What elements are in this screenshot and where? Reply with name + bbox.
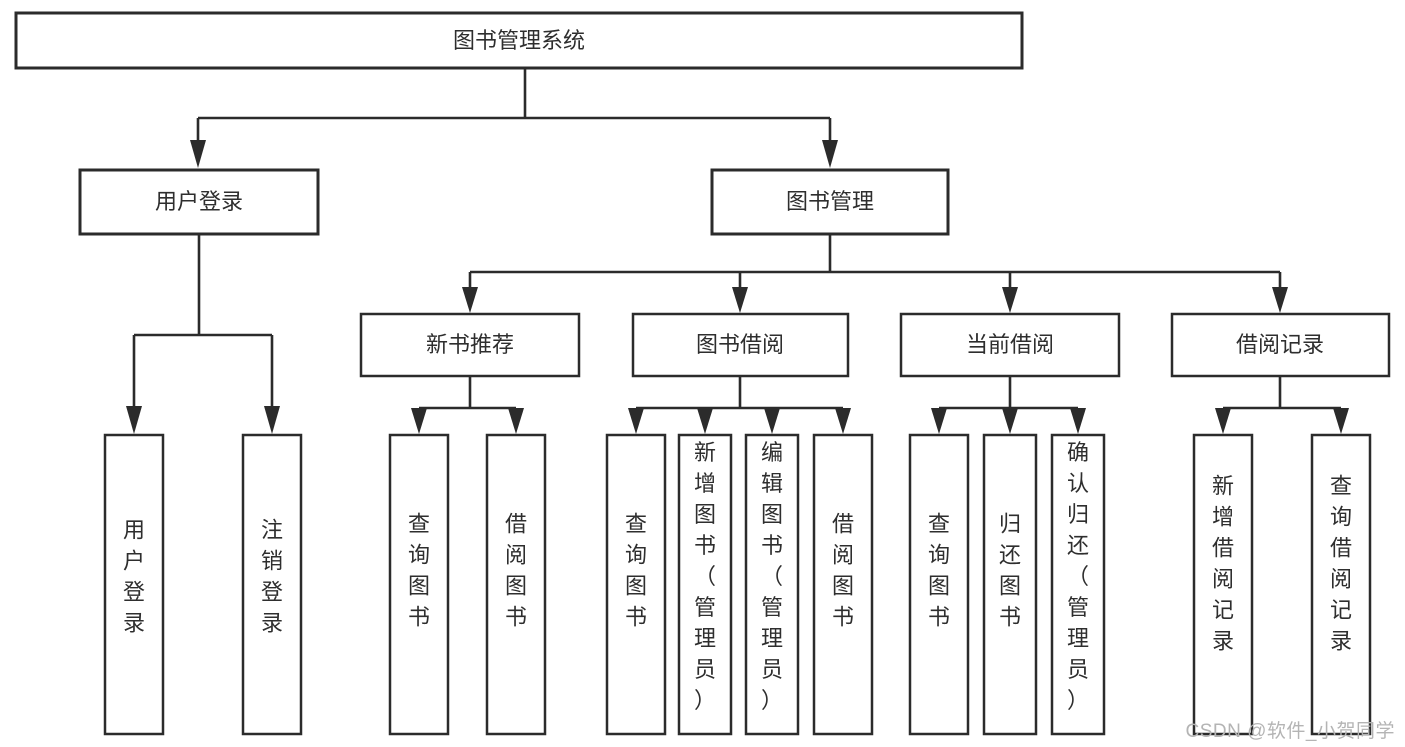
arrow-record-to-leaf2 (1333, 408, 1349, 434)
arrow-book-manage-to-borrow (732, 287, 748, 313)
leaf-confirm-return-label: 确认归还（管理员） (1067, 440, 1089, 713)
leaf-edit-book-box[interactable] (744, 433, 800, 736)
arrow-root-to-user-login (190, 140, 206, 168)
leaf-add-book-box[interactable] (677, 433, 733, 736)
arrow-book-manage-to-recommend (462, 287, 478, 313)
arrow-book-manage-to-current (1002, 287, 1018, 313)
node-leaf-edit-book[interactable]: 编辑图书（管理员） (744, 433, 800, 736)
arrow-borrow-to-leaf1 (628, 408, 644, 434)
leaf-add-book-label: 新增图书（管理员） (694, 440, 716, 713)
leaf-borrow-book-2-label: 借阅图书 (832, 512, 854, 630)
leaf-borrow-book-1-label: 借阅图书 (505, 512, 527, 630)
connector-layer (126, 68, 1349, 434)
arrow-recommend-to-leaf2 (508, 408, 524, 434)
arrow-current-to-leaf3 (1070, 408, 1086, 434)
leaf-edit-book-label: 编辑图书（管理员） (761, 440, 783, 713)
leaf-borrow-book-2-box[interactable] (812, 433, 874, 736)
leaf-query-book-3-label: 查询图书 (928, 512, 950, 630)
node-leaf-query-book-1[interactable]: 查询图书 (388, 433, 450, 736)
node-leaf-confirm-return[interactable]: 确认归还（管理员） (1050, 433, 1106, 736)
borrow-record-label: 借阅记录 (1236, 332, 1324, 357)
arrow-borrow-to-leaf4 (835, 408, 851, 434)
leaf-query-record-label: 查询借阅记录 (1330, 474, 1352, 654)
node-new-book-recommend[interactable]: 新书推荐 (359, 312, 581, 378)
node-book-manage[interactable]: 图书管理 (710, 168, 950, 236)
leaf-query-book-2-label: 查询图书 (625, 512, 647, 630)
node-leaf-add-book[interactable]: 新增图书（管理员） (677, 433, 733, 736)
leaf-logout-box[interactable] (241, 433, 303, 736)
node-leaf-user-login[interactable]: 用户登录 (103, 433, 165, 736)
node-leaf-query-book-3[interactable]: 查询图书 (908, 433, 970, 736)
new-book-recommend-box[interactable] (359, 312, 581, 378)
arrow-borrow-to-leaf2 (697, 408, 713, 434)
arrow-record-to-leaf1 (1215, 408, 1231, 434)
root-label: 图书管理系统 (453, 28, 585, 53)
node-borrow-record[interactable]: 借阅记录 (1170, 312, 1391, 378)
book-manage-label: 图书管理 (786, 189, 874, 214)
book-manage-box[interactable] (710, 168, 950, 236)
leaf-return-book-label: 归还图书 (999, 512, 1021, 630)
arrow-book-manage-to-record (1272, 287, 1288, 313)
node-leaf-add-record[interactable]: 新增借阅记录 (1192, 433, 1254, 736)
arrow-borrow-to-leaf3 (764, 408, 780, 434)
leaf-user-login-box[interactable] (103, 433, 165, 736)
borrow-record-box[interactable] (1170, 312, 1391, 378)
node-current-borrow[interactable]: 当前借阅 (899, 312, 1121, 378)
node-leaf-borrow-book-2[interactable]: 借阅图书 (812, 433, 874, 736)
leaf-query-record-box[interactable] (1310, 433, 1372, 736)
leaf-add-record-label: 新增借阅记录 (1212, 474, 1234, 654)
arrow-user-login-to-leaf2 (264, 406, 280, 434)
user-login-box[interactable] (78, 168, 320, 236)
current-borrow-box[interactable] (899, 312, 1121, 378)
node-leaf-logout[interactable]: 注销登录 (241, 433, 303, 736)
arrow-recommend-to-leaf1 (411, 408, 427, 434)
arrow-root-to-book-manage (822, 140, 838, 168)
node-leaf-borrow-book-1[interactable]: 借阅图书 (485, 433, 547, 736)
node-root[interactable]: 图书管理系统 (14, 11, 1024, 70)
arrow-current-to-leaf1 (931, 408, 947, 434)
leaf-return-book-box[interactable] (982, 433, 1038, 736)
node-leaf-query-book-2[interactable]: 查询图书 (605, 433, 667, 736)
new-book-recommend-label: 新书推荐 (426, 332, 514, 357)
leaf-confirm-return-box[interactable] (1050, 433, 1106, 736)
leaf-nodes-layer: 用户登录 注销登录 查询图书 借阅图书 查询图书 新增图书（管理员） (103, 433, 1372, 736)
leaf-query-book-1-label: 查询图书 (408, 512, 430, 630)
arrow-current-to-leaf2 (1002, 408, 1018, 434)
node-leaf-query-record[interactable]: 查询借阅记录 (1310, 433, 1372, 736)
leaf-borrow-book-1-box[interactable] (485, 433, 547, 736)
current-borrow-label: 当前借阅 (966, 332, 1054, 357)
leaf-user-login-label: 用户登录 (123, 518, 145, 636)
user-login-label: 用户登录 (155, 189, 243, 214)
leaf-query-book-1-box[interactable] (388, 433, 450, 736)
leaf-logout-label: 注销登录 (261, 518, 283, 636)
node-leaf-return-book[interactable]: 归还图书 (982, 433, 1038, 736)
leaf-add-record-box[interactable] (1192, 433, 1254, 736)
book-borrow-box[interactable] (631, 312, 850, 378)
node-user-login[interactable]: 用户登录 (78, 168, 320, 236)
leaf-query-book-3-box[interactable] (908, 433, 970, 736)
arrow-user-login-to-leaf1 (126, 406, 142, 434)
book-borrow-label: 图书借阅 (696, 332, 784, 357)
node-book-borrow[interactable]: 图书借阅 (631, 312, 850, 378)
root-box[interactable] (14, 11, 1024, 70)
leaf-query-book-2-box[interactable] (605, 433, 667, 736)
